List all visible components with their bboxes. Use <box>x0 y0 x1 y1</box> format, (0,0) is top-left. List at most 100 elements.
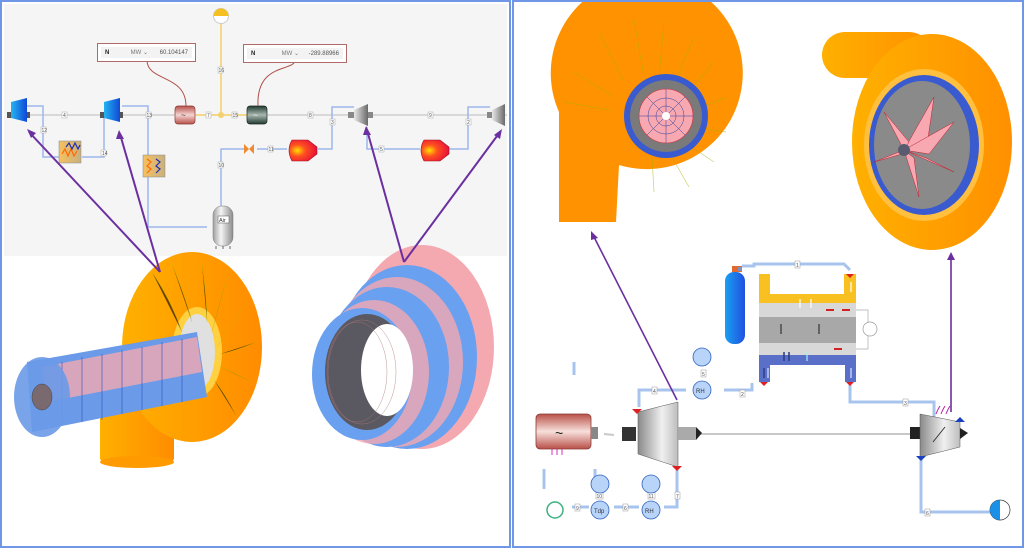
svg-text:4: 4 <box>63 113 66 119</box>
generator-icon[interactable]: ~ <box>174 105 196 125</box>
turbine-volute-3d-render <box>550 2 743 222</box>
svg-text:Tdp: Tdp <box>594 509 605 515</box>
source-boundary-icon[interactable] <box>989 499 1011 521</box>
sensor-value: -289.88966 <box>308 50 339 57</box>
compressor-3d-render <box>14 252 262 468</box>
stream-tags: 1 2 3 4 5 6 6 7 9 10 11 <box>574 260 931 517</box>
stream-tag: 9 <box>574 503 581 512</box>
stream-tag: 13 <box>145 111 153 119</box>
svg-text:15: 15 <box>233 113 239 119</box>
intercooler-2-icon[interactable] <box>142 154 166 178</box>
stream-tag: 2 <box>465 118 472 126</box>
air-storage-tank-icon[interactable]: Air <box>212 205 234 249</box>
annotation-arrows <box>592 234 952 412</box>
shaft-junction <box>218 112 224 118</box>
compressor-1-icon[interactable] <box>7 98 30 122</box>
stream-tag: 1 <box>794 260 801 269</box>
svg-text:7: 7 <box>207 113 210 119</box>
svg-text:7: 7 <box>676 494 679 500</box>
stream-tag: 4 <box>61 111 68 119</box>
svg-text:8: 8 <box>309 113 312 119</box>
dewpoint-sensor[interactable]: Tdp <box>590 474 610 520</box>
svg-text:3: 3 <box>904 401 907 407</box>
stream-tag: 16 <box>217 66 225 74</box>
stream-tag: 7 <box>205 111 212 119</box>
intercooler-1-icon[interactable] <box>58 140 82 164</box>
combustor-1-icon[interactable] <box>288 139 318 162</box>
svg-text:10: 10 <box>219 163 225 169</box>
svg-text:Air: Air <box>219 218 226 224</box>
left-flowsheet: 4 12 13 14 7 16 15 8 9 3 2 5 11 10 <box>7 8 507 468</box>
arrow-heads <box>591 231 955 260</box>
expander-turbine-icon[interactable] <box>910 405 968 461</box>
svg-text:11: 11 <box>649 494 654 500</box>
sensor-unit-dropdown[interactable]: MW ⌄ <box>281 51 299 57</box>
stream-tag: 2 <box>739 389 746 398</box>
rh-sensor-top[interactable]: RH <box>692 347 712 400</box>
gas-cylinder-icon[interactable] <box>725 266 745 344</box>
stream-tag: 5 <box>378 145 385 153</box>
stream-tag: 5 <box>700 369 707 378</box>
svg-text:RH: RH <box>696 389 705 395</box>
combustor-2-icon[interactable] <box>420 139 450 162</box>
stream-tag: 15 <box>231 111 239 119</box>
stream-tag: 4 <box>651 386 658 395</box>
stream-tag: 3 <box>329 118 336 126</box>
stream-tag: 7 <box>674 491 681 500</box>
left-panel: 4 12 13 14 7 16 15 8 9 3 2 5 11 10 <box>0 0 511 548</box>
stream-tag: 9 <box>427 111 434 119</box>
stream-tag: 6 <box>622 503 629 512</box>
sensor-1-connector <box>146 59 187 107</box>
svg-text:RH: RH <box>645 509 654 515</box>
svg-text:4: 4 <box>653 389 656 395</box>
svg-text:6: 6 <box>926 511 929 517</box>
stream-tags: 4 12 13 14 7 16 15 8 9 3 2 5 11 10 <box>40 66 472 169</box>
sensor-variable: N <box>251 50 256 57</box>
svg-text:16: 16 <box>219 68 225 74</box>
turbine-2-icon[interactable] <box>487 104 505 126</box>
motor-icon[interactable]: ~ <box>246 105 268 125</box>
pipes <box>27 105 490 228</box>
right-flowsheet: 1 2 3 4 5 6 6 7 9 10 11 <box>535 2 1012 521</box>
svg-text:5: 5 <box>702 372 705 378</box>
arrow-heads <box>27 126 502 139</box>
sensor-unit-dropdown[interactable]: MW ⌄ <box>130 50 148 56</box>
sink-boundary-icon[interactable] <box>546 501 564 519</box>
svg-text:2: 2 <box>741 392 744 398</box>
compressor-icon[interactable] <box>622 401 702 471</box>
stream-tag: 11 <box>267 145 274 153</box>
svg-text:12: 12 <box>42 128 48 134</box>
svg-text:9: 9 <box>576 506 579 512</box>
valve-icon[interactable] <box>244 144 254 154</box>
svg-text:13: 13 <box>147 113 153 119</box>
power-sensor-generator[interactable]: N MW ⌄ 60.104147 <box>97 43 196 62</box>
sensor-value: 60.104147 <box>159 49 188 56</box>
sensor-2-connector <box>257 59 296 107</box>
stream-tag: 12 <box>40 126 48 134</box>
motor-generator-icon[interactable]: ~ <box>535 413 598 455</box>
svg-text:5: 5 <box>380 147 383 153</box>
sensor-variable: N <box>105 49 110 56</box>
fuel-cell-stack-icon[interactable] <box>759 274 878 386</box>
rh-sensor-bottom[interactable]: RH <box>641 474 661 520</box>
svg-text:14: 14 <box>102 151 108 157</box>
compressor-2-icon[interactable] <box>100 98 123 122</box>
power-source-icon[interactable] <box>213 8 229 24</box>
stream-tag: 14 <box>100 149 108 157</box>
power-sensor-motor[interactable]: N MW ⌄ -289.88966 <box>243 44 347 63</box>
svg-text:11: 11 <box>269 147 274 153</box>
svg-text:10: 10 <box>597 494 603 500</box>
annotation-arrows <box>28 129 501 273</box>
svg-text:~: ~ <box>555 425 563 441</box>
stream-tag: 3 <box>902 398 909 407</box>
stream-tag: 6 <box>924 508 931 517</box>
svg-text:3: 3 <box>331 120 334 126</box>
right-panel: 1 2 3 4 5 6 6 7 9 10 11 <box>512 0 1024 548</box>
svg-text:9: 9 <box>429 113 432 119</box>
svg-text:~: ~ <box>253 111 258 120</box>
stream-tag: 10 <box>217 161 225 169</box>
svg-text:~: ~ <box>181 111 186 120</box>
svg-text:2: 2 <box>467 120 470 126</box>
turbine-1-icon[interactable] <box>348 104 373 126</box>
stream-tag: 8 <box>307 111 314 119</box>
